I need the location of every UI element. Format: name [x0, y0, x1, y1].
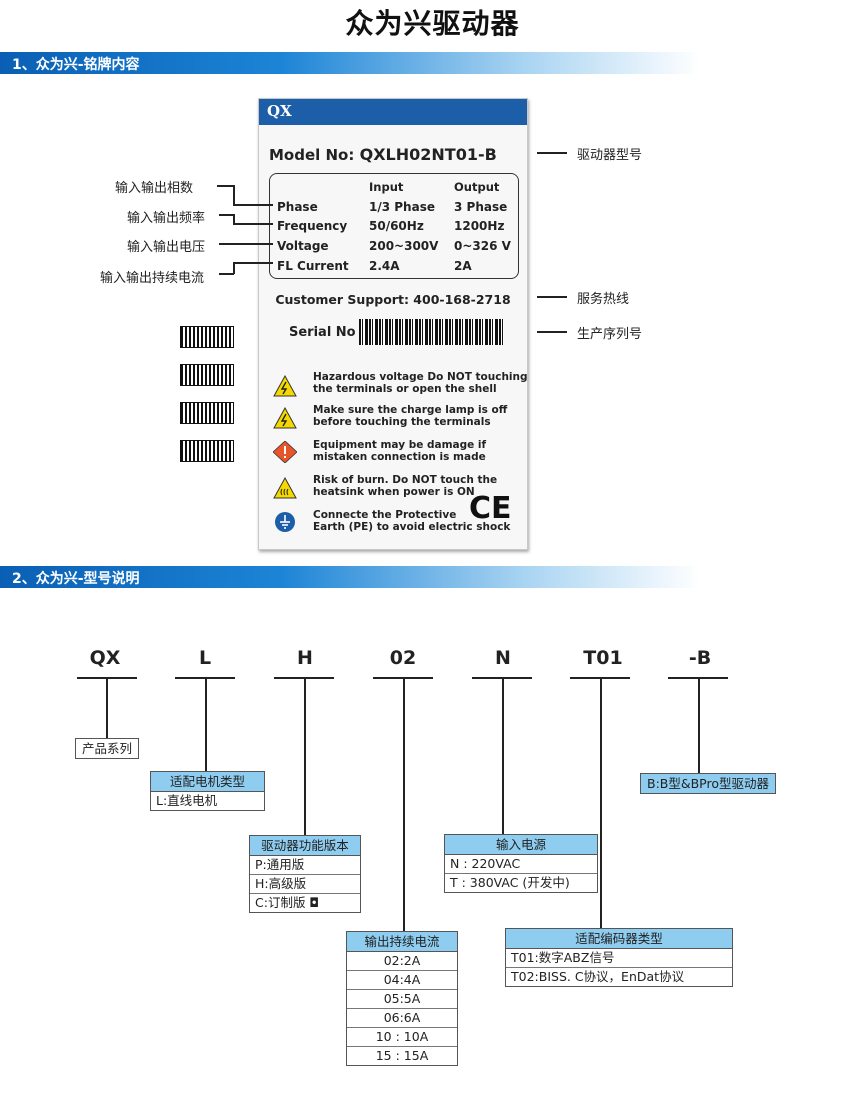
label-version: 驱动器功能版本 P:通用版 H:高级版 C:订制版 ◘: [249, 835, 361, 913]
page-title: 众为兴驱动器: [345, 7, 520, 40]
spec-input-frequency: 50/60Hz: [369, 219, 424, 233]
spec-header-input: Input: [369, 180, 404, 194]
spec-header-output: Output: [454, 180, 500, 194]
high-voltage-warning-icon: [273, 375, 297, 397]
callout-frequency: 输入输出频率: [127, 211, 206, 226]
label-driver-type: B:B型&BPro型驱动器: [640, 773, 777, 794]
label-power: 输入电源 N : 220VAC T : 380VAC (开发中): [444, 834, 598, 893]
model-number: Model No: QXLH02NT01-B: [269, 145, 497, 164]
charge-lamp-warning-icon: [273, 407, 297, 429]
code-current: 02: [389, 647, 417, 669]
code-version: H: [297, 647, 313, 669]
code-type: -B: [688, 647, 712, 669]
model-value: QXLH02NT01-B: [359, 145, 497, 164]
spec-output-voltage: 0~326 V: [454, 239, 511, 253]
spec-output-phase: 3 Phase: [454, 200, 508, 214]
label-output-current: 输出持续电流 02:2A 04:4A 05:5A 06:6A 10 : 10A …: [346, 931, 458, 1066]
code-series: QX: [89, 647, 121, 669]
spec-input-phase: 1/3 Phase: [369, 200, 435, 214]
spec-input-current: 2.4A: [369, 259, 400, 273]
barcode-label: [180, 402, 234, 424]
barcode-label: [180, 364, 234, 386]
spec-table: [269, 173, 519, 279]
model-label: Model No:: [269, 146, 355, 164]
callout-phase: 输入输出相数: [115, 181, 194, 196]
spec-input-voltage: 200~300V: [369, 239, 439, 253]
spec-label-current: FL Current: [277, 259, 349, 273]
nameplate: QX Model No: QXLH02NT01-B Input Output P…: [258, 98, 528, 550]
callout-voltage: 输入输出电压: [127, 240, 206, 255]
section-title: 2、众为兴-型号说明: [12, 571, 140, 587]
code-motor: L: [198, 647, 212, 669]
spec-label-phase: Phase: [277, 200, 318, 214]
spec-output-frequency: 1200Hz: [454, 219, 505, 233]
protective-earth-icon: [275, 512, 295, 532]
serial-label: Serial No: [289, 325, 356, 340]
section-title: 1、众为兴-铭牌内容: [12, 57, 140, 73]
code-encoder: T01: [583, 647, 623, 669]
label-encoder: 适配编码器类型 T01:数字ABZ信号 T02:BISS. C协议，EnDat协…: [505, 928, 733, 987]
ce-mark: CE: [469, 491, 512, 526]
section-header-model: 2、众为兴-型号说明: [0, 566, 700, 588]
label-motor-type: 适配电机类型 L:直线电机: [150, 771, 265, 811]
callout-current: 输入输出持续电流: [100, 271, 205, 286]
hot-surface-warning-icon: [273, 477, 297, 499]
spec-label-voltage: Voltage: [277, 239, 329, 253]
nameplate-header: QX: [259, 99, 527, 125]
section-header-nameplate: 1、众为兴-铭牌内容: [0, 52, 700, 74]
spec-output-current: 2A: [454, 259, 472, 273]
label-series: 产品系列: [75, 738, 140, 759]
damage-warning-icon: [273, 441, 297, 463]
code-power: N: [495, 647, 511, 669]
callout-support: 服务热线: [577, 292, 630, 307]
customer-support: Customer Support: 400-168-2718: [275, 292, 511, 307]
barcode-label: [180, 326, 234, 348]
brand-logo: QX: [267, 102, 292, 120]
spec-label-frequency: Frequency: [277, 219, 348, 233]
serial-barcode: [359, 319, 504, 345]
barcode-label: [180, 440, 234, 462]
callout-model: 驱动器型号: [577, 148, 643, 163]
callout-serial: 生产序列号: [577, 327, 643, 342]
